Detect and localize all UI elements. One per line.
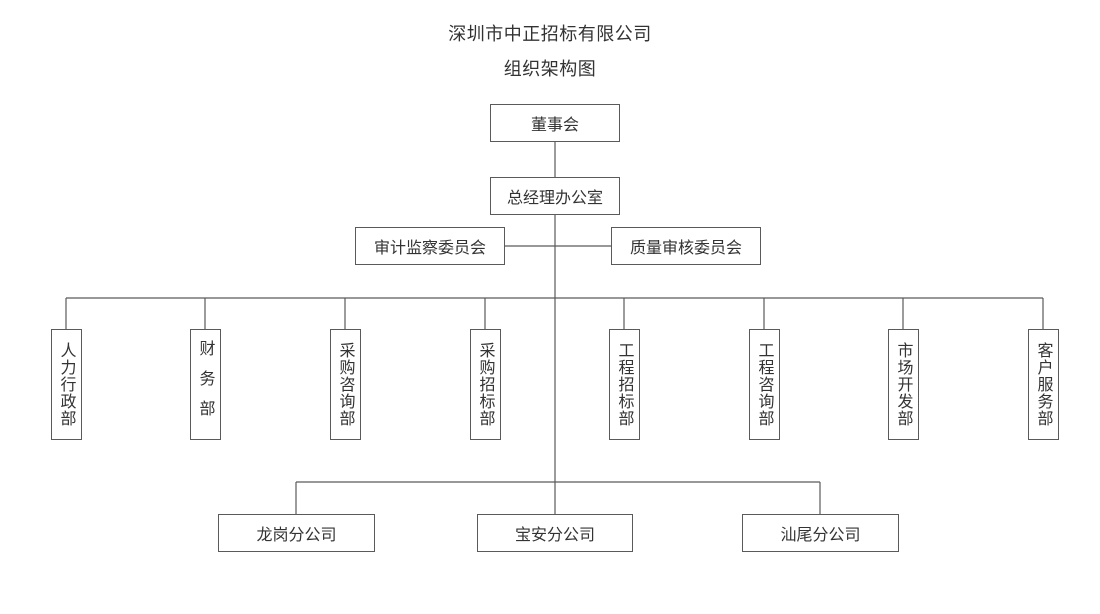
department-node: 工程招标部 (609, 329, 640, 440)
chart-title: 组织架构图 (503, 59, 597, 80)
department-node: 客户服务部 (1028, 329, 1059, 440)
audit-committee-node: 审计监察委员会 (355, 227, 505, 265)
board-node: 董事会 (490, 104, 620, 142)
company-title: 深圳市中正招标有限公司 (448, 24, 652, 45)
quality-committee-node: 质量审核委员会 (611, 227, 761, 265)
department-node: 市场开发部 (888, 329, 919, 440)
department-node: 人力行政部 (51, 329, 82, 440)
department-node: 采购招标部 (470, 329, 501, 440)
branch-node: 宝安分公司 (477, 514, 633, 552)
gm-office-node: 总经理办公室 (490, 177, 620, 215)
branch-node: 汕尾分公司 (742, 514, 899, 552)
department-node: 采购咨询部 (330, 329, 361, 440)
department-node: 财务部 (190, 329, 221, 440)
branch-node: 龙岗分公司 (218, 514, 375, 552)
department-node: 工程咨询部 (749, 329, 780, 440)
